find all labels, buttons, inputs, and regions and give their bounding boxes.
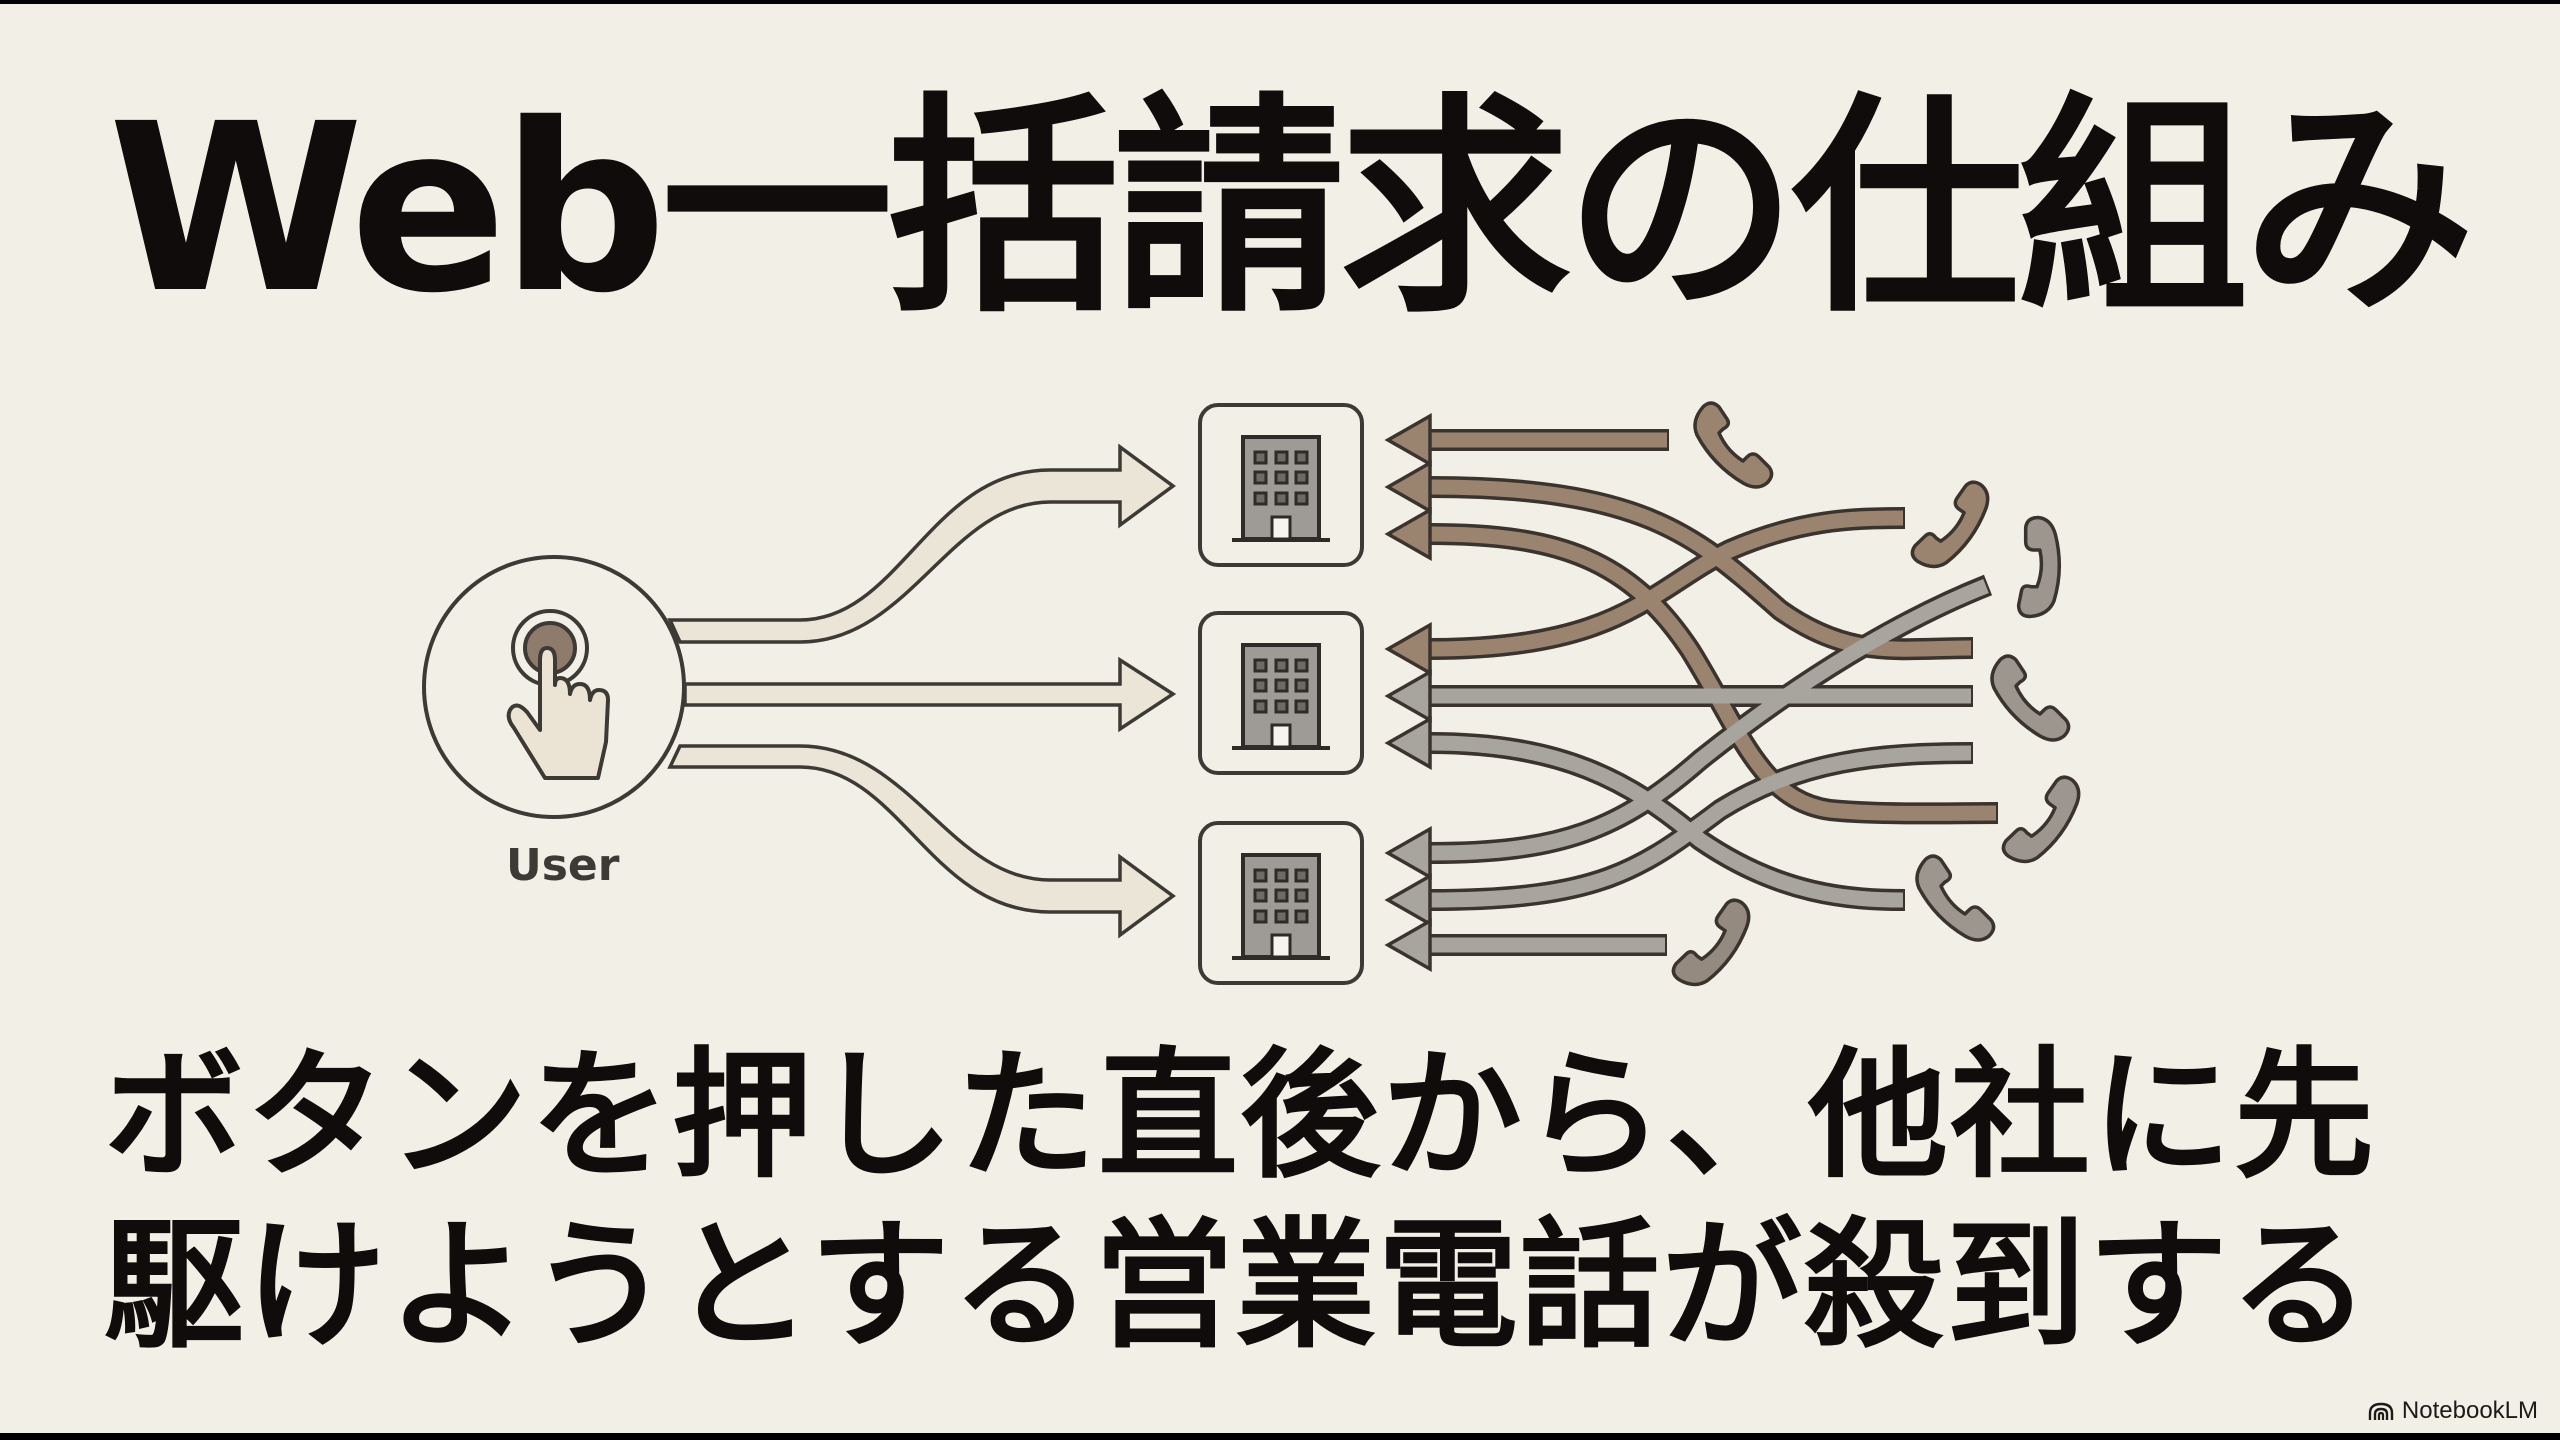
phone-handset-icon <box>1976 509 2094 627</box>
notebooklm-watermark: NotebookLM <box>2368 1397 2538 1425</box>
slide-title: Web一括請求の仕組み <box>108 74 2475 344</box>
billing-flow-diagram <box>422 401 2094 990</box>
request-arrow-bottom <box>667 744 1176 939</box>
notebooklm-logo-icon <box>2368 1402 2394 1420</box>
call-arrowhead <box>1384 412 1432 468</box>
request-arrow-middle <box>683 656 1177 733</box>
call-arrowhead <box>1384 506 1432 562</box>
call-arrowhead <box>1384 621 1432 677</box>
call-arrowhead <box>1384 668 1432 724</box>
call-arrowhead <box>1384 825 1432 881</box>
subtitle-line-1: ボタンを押した直後から、他社に先 <box>104 1035 2377 1198</box>
building-icon <box>1232 643 1330 750</box>
phone-handset-icon <box>1661 896 1761 990</box>
watermark-label: NotebookLM <box>2401 1397 2538 1424</box>
hand-pressing-button-icon <box>506 609 610 780</box>
phone-handset-icon <box>1900 478 2000 572</box>
request-arrow-top <box>667 443 1176 644</box>
user-node <box>422 555 686 819</box>
building-icon <box>1232 435 1330 542</box>
phone-handset-icon <box>1915 854 1996 942</box>
call-arrowhead <box>1384 459 1432 515</box>
company-box-1 <box>1198 403 1364 567</box>
call-arrows <box>1384 412 1999 973</box>
call-arrowhead <box>1384 715 1432 771</box>
company-boxes <box>1198 403 1364 985</box>
slide-subtitle: ボタンを押した直後から、他社に先 駆けようとする営業電話が殺到する <box>104 1032 2376 1372</box>
building-icon <box>1232 853 1330 960</box>
phone-handset-icon <box>1693 401 1774 489</box>
call-arrowhead <box>1384 872 1432 928</box>
company-box-3 <box>1198 821 1364 985</box>
request-arrows <box>667 443 1177 939</box>
call-arrowhead <box>1384 917 1432 973</box>
phone-handset-icon <box>1991 773 2091 867</box>
subtitle-line-2: 駆けようとする営業電話が殺到する <box>104 1205 2372 1368</box>
phone-handset-icon <box>1990 654 2071 742</box>
slide: Web一括請求の仕組み <box>0 4 2560 1433</box>
user-label: User <box>506 840 620 891</box>
company-box-2 <box>1198 611 1364 775</box>
